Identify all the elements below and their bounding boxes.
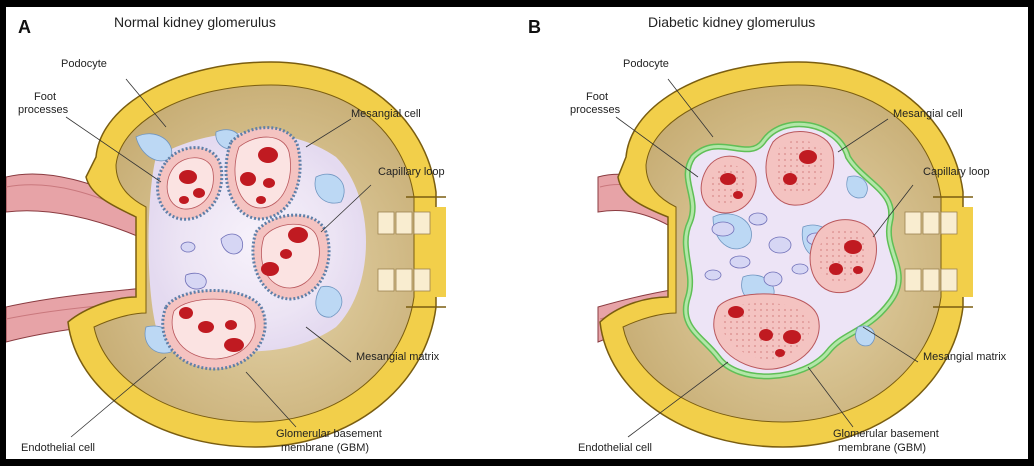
panel-b: B Diabetic kidney glomerulus [528,14,1007,454]
panel-b-label-podocyte: Podocyte [623,58,669,70]
panel-a-label-mesangial-cell: Mesangial cell [351,108,421,120]
panel-b-label-foot-processes-2: processes [570,104,621,116]
panel-b-title: Diabetic kidney glomerulus [648,14,815,30]
panel-b-label-endothelial-cell: Endothelial cell [578,442,652,454]
panel-a-title: Normal kidney glomerulus [114,14,276,30]
panel-a-label-mesangial-matrix: Mesangial matrix [356,351,440,363]
panel-a-label-endothelial-cell: Endothelial cell [21,442,95,454]
panel-a-label-gbm-2: membrane (GBM) [281,442,369,454]
panel-a-label-capillary-loop: Capillary loop [378,166,445,178]
panel-b-label-gbm-2: membrane (GBM) [838,442,926,454]
panel-b-label-mesangial-cell: Mesangial cell [893,108,963,120]
panel-a-label-podocyte: Podocyte [61,58,107,70]
panel-a-letter: A [18,17,31,37]
panel-b-label-capillary-loop: Capillary loop [923,166,990,178]
panel-a-label-foot-processes-2: processes [18,104,69,116]
glomerulus-diagram: A Normal kidney glomerulus [6,7,1028,459]
panel-b-label-mesangial-matrix: Mesangial matrix [923,351,1007,363]
panel-b-label-foot-processes-1: Foot [586,91,608,103]
panel-b-letter: B [528,17,541,37]
panel-b-label-gbm-1: Glomerular basement [833,428,939,440]
figure-frame: A Normal kidney glomerulus [6,7,1028,459]
panel-a-label-foot-processes-1: Foot [34,91,56,103]
panel-a-label-gbm-1: Glomerular basement [276,428,382,440]
panel-a: A Normal kidney glomerulus [6,14,446,454]
